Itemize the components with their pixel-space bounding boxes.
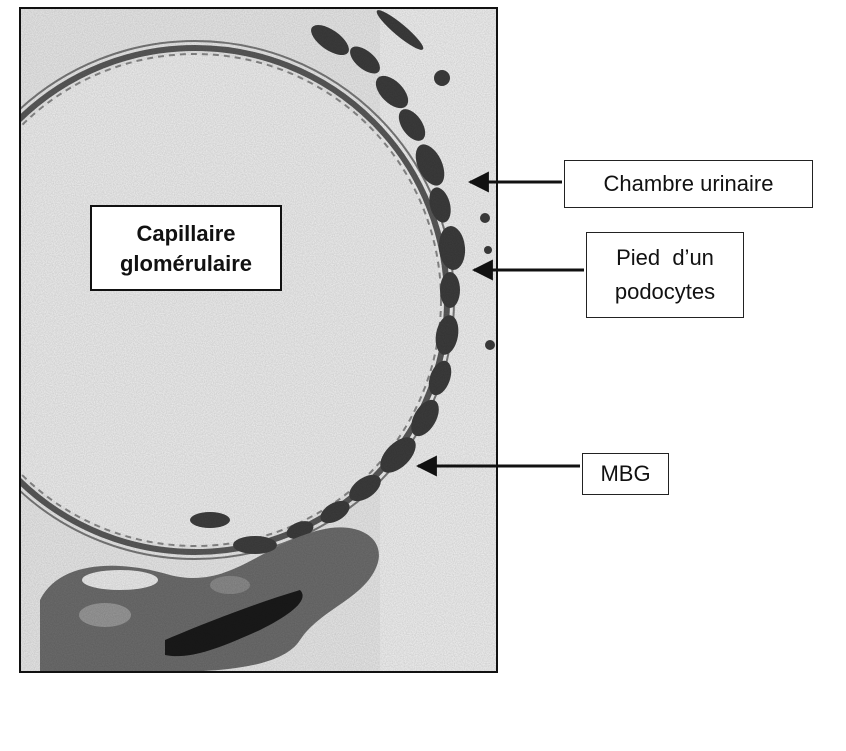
label-chambre-urinaire: Chambre urinaire <box>564 160 813 208</box>
label-mbg: MBG <box>582 453 669 495</box>
label-pied-line2: podocytes <box>614 279 716 304</box>
label-capillaire-glomerulaire: Capillaire glomérulaire <box>90 205 282 291</box>
label-chambre-text: Chambre urinaire <box>603 171 774 196</box>
label-pied-line1: Pied d’un <box>616 245 714 270</box>
label-mbg-text: MBG <box>600 461 651 486</box>
micrograph-frame <box>19 7 498 673</box>
label-pied-podocyte: Pied d’un podocytes <box>586 232 744 318</box>
label-capillaire-line2: glomérulaire <box>119 251 253 276</box>
micrograph-panel <box>20 8 497 672</box>
label-capillaire-line1: Capillaire <box>136 221 236 246</box>
